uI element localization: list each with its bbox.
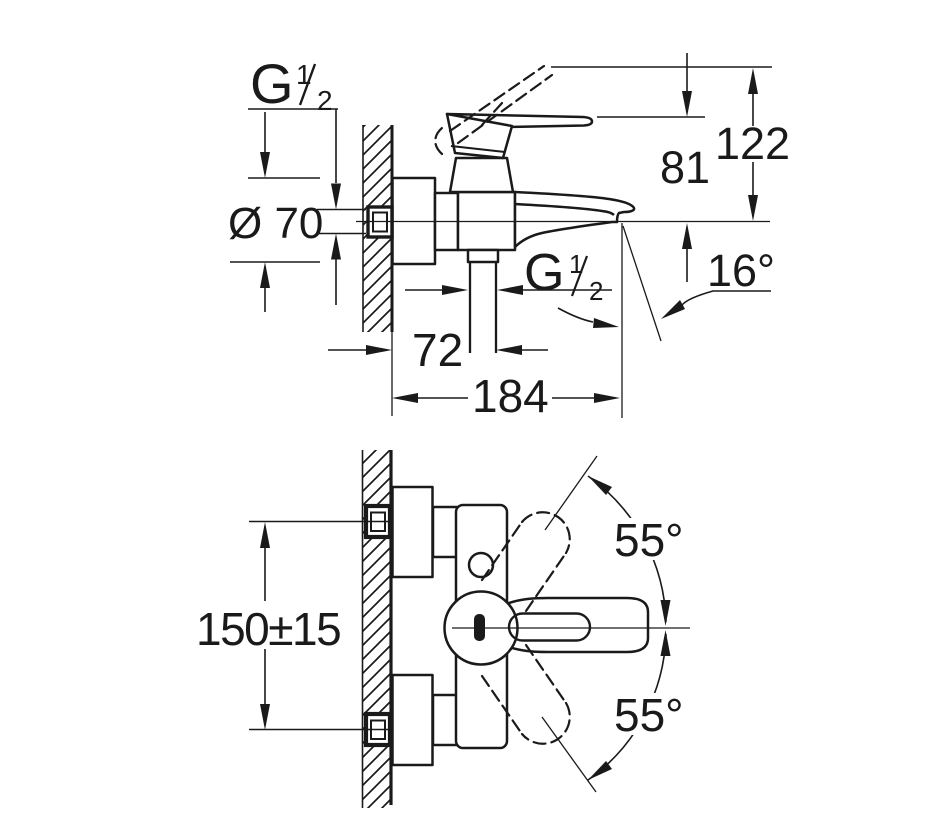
side-view: G 1 2 Ø 70	[228, 52, 790, 422]
arrowhead	[260, 704, 270, 730]
outlet-step	[466, 248, 500, 264]
swing-down-ref-line	[541, 716, 597, 793]
svg-text:2: 2	[589, 276, 603, 306]
svg-text:2: 2	[317, 85, 333, 116]
arrowhead	[588, 476, 612, 495]
svg-text:1: 1	[296, 59, 312, 90]
arrowhead	[260, 522, 270, 548]
swing-up-ref-line	[544, 455, 598, 531]
arrowhead	[497, 285, 523, 295]
label-mask	[610, 693, 686, 735]
angle-leader	[681, 290, 771, 306]
dim-inlet-spacing-label: 150±15	[196, 603, 340, 655]
dim-overall-height: 122	[551, 66, 790, 221]
arrowhead	[331, 183, 341, 210]
union-nut-lower	[431, 693, 459, 747]
arrowhead	[366, 345, 392, 355]
angle-arc-left	[557, 307, 594, 323]
arrowhead	[660, 630, 671, 656]
arrowhead	[392, 393, 418, 403]
label-mask	[610, 518, 686, 560]
lever-raised-dashed	[434, 64, 554, 156]
arrowhead	[594, 393, 620, 403]
dim-wall-to-spout-label: 184	[472, 370, 549, 422]
fraction-slash	[298, 63, 317, 106]
svg-text:1: 1	[569, 249, 583, 279]
dim-wall-to-outlet: 72	[328, 324, 548, 376]
wall-section-side	[362, 125, 394, 416]
dim-swing-up-label: 55°	[614, 514, 684, 566]
arrowhead	[748, 195, 758, 221]
escutcheon-upper	[391, 485, 434, 579]
dim-flange-diameter-label: Ø 70	[228, 199, 323, 248]
handle-swing-dashed	[480, 511, 571, 745]
wall-section-front	[361, 450, 393, 808]
dim-lever-height-label: 81	[660, 142, 710, 193]
raised-lever-top-edge	[448, 64, 546, 133]
dim-inlet-spacing: 150±15	[196, 520, 390, 731]
cartridge-base	[448, 156, 515, 194]
dim-spout-angle-label: 16°	[707, 245, 775, 296]
dim-flange-diameter: Ø 70	[228, 112, 323, 312]
dim-wall-to-outlet-label: 72	[412, 324, 463, 376]
raised-lever-cap	[434, 126, 444, 156]
arrowhead	[660, 600, 671, 626]
dim-swing-down-label: 55°	[614, 689, 684, 741]
spout	[513, 190, 636, 249]
arrowhead	[682, 223, 692, 249]
front-view: 150±15 55° 55°	[196, 450, 690, 808]
lever-grip-edge	[450, 145, 506, 153]
arrowhead	[496, 345, 522, 355]
raised-lever-grip-edge	[480, 101, 504, 127]
dim-overall-height-label: 122	[715, 118, 790, 169]
arrowhead	[593, 318, 619, 328]
dim-wall-to-spout: 184	[392, 370, 620, 422]
arrowhead	[260, 262, 270, 288]
arrowhead	[331, 233, 341, 260]
arrowhead	[442, 285, 468, 295]
dim-thread-top: G 1 2	[248, 52, 366, 305]
diverter-button	[467, 551, 495, 579]
handle-up-cap	[520, 511, 571, 555]
wall-hatch	[362, 450, 391, 808]
spout-inner-line	[514, 202, 615, 216]
escutcheon-lower	[391, 673, 434, 767]
raised-lever-bottom-edge	[456, 73, 554, 145]
dim-handle-swing: 55° 55°	[541, 455, 686, 793]
union-nut-upper	[431, 505, 459, 559]
dim-spout-angle: 16°	[557, 223, 775, 418]
arrowhead	[748, 68, 758, 94]
dim-lever-height: 81	[597, 53, 710, 282]
arrowhead	[661, 300, 685, 319]
dim-thread-middle-label: G	[524, 244, 564, 302]
spout-angle-line	[622, 225, 662, 342]
arrowhead	[588, 761, 612, 780]
faucet-body-side	[356, 112, 770, 353]
arrowhead	[682, 91, 692, 117]
handle-bar	[504, 596, 650, 654]
handle-slot	[507, 612, 592, 642]
dim-thread-middle: G 1 2	[405, 244, 612, 306]
dim-thread-top-label: G	[250, 52, 294, 115]
arrowhead	[260, 152, 270, 178]
